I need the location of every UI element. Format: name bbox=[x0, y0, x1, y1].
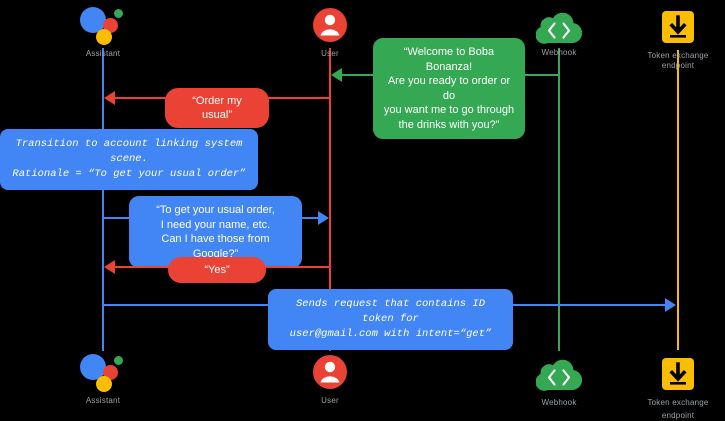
bubble-line: the drinks with you?” bbox=[398, 118, 500, 131]
download-endpoint-icon bbox=[613, 6, 725, 48]
actor-label-user: User bbox=[321, 49, 339, 58]
bubble-line: Can I have those from Google?” bbox=[161, 233, 270, 260]
bubble-line: “Welcome to Boba Bonanza! bbox=[403, 46, 495, 73]
actor-label-token-endpoint-line1: Token exchange bbox=[647, 398, 709, 407]
bubble-line: you want me to go through bbox=[383, 104, 515, 116]
download-endpoint-icon bbox=[613, 353, 725, 395]
user-avatar-icon bbox=[265, 351, 395, 393]
actor-assistant-bottom: Assistant bbox=[38, 351, 168, 406]
message-bubble-welcome: “Welcome to Boba Bonanza! Are you ready … bbox=[373, 38, 525, 139]
note-sends-request: Sends request that contains ID token for… bbox=[268, 289, 513, 350]
actor-user-top: User bbox=[265, 4, 395, 59]
note-line: Rationale = “To get your usual order” bbox=[12, 168, 246, 180]
actor-label-webhook: Webhook bbox=[541, 48, 577, 57]
google-assistant-icon bbox=[38, 4, 168, 46]
bubble-line: Are you ready to order or do bbox=[387, 75, 511, 102]
arrowhead-welcome bbox=[331, 68, 342, 82]
arrowhead-order-my-usual bbox=[104, 91, 115, 105]
note-line: Transition to account linking system sce… bbox=[15, 138, 243, 165]
actor-label-assistant: Assistant bbox=[85, 396, 121, 405]
lifeline-token-endpoint bbox=[677, 50, 679, 350]
cloud-code-icon bbox=[494, 6, 624, 48]
actor-label-assistant: Assistant bbox=[85, 49, 121, 58]
message-bubble-yes: “Yes” bbox=[168, 257, 266, 283]
lifeline-assistant bbox=[102, 48, 104, 351]
actor-webhook-bottom: Webhook bbox=[494, 353, 624, 408]
note-line: Sends request that contains ID token for bbox=[295, 298, 486, 325]
actor-token-endpoint-bottom: Token exchange endpoint bbox=[613, 353, 725, 421]
actor-assistant-top: Assistant bbox=[38, 4, 168, 59]
bubble-line: “To get your usual order, bbox=[156, 204, 275, 216]
bubble-line: “Order my usual” bbox=[192, 95, 242, 121]
lifeline-webhook bbox=[558, 48, 560, 351]
lifeline-user bbox=[329, 48, 331, 351]
user-avatar-icon bbox=[265, 4, 395, 46]
actor-token-endpoint-top: Token exchange endpoint bbox=[613, 6, 725, 71]
google-assistant-icon bbox=[38, 351, 168, 393]
note-line: user@gmail.com with intent=“get” bbox=[289, 328, 492, 340]
bubble-line: I need your name, etc. bbox=[160, 218, 271, 231]
actor-label-user: User bbox=[321, 396, 339, 405]
arrowhead-need-your-name bbox=[318, 211, 329, 225]
arrowhead-sends-request bbox=[665, 298, 676, 312]
actor-user-bottom: User bbox=[265, 351, 395, 406]
actor-label-token-endpoint-line1: Token exchange bbox=[647, 51, 709, 60]
message-bubble-need-your-name: “To get your usual order, I need your na… bbox=[129, 196, 302, 268]
cloud-code-icon bbox=[494, 353, 624, 395]
message-bubble-order-my-usual: “Order my usual” bbox=[165, 88, 269, 128]
actor-webhook-top: . Webhook bbox=[494, 6, 624, 58]
note-transition-account-linking: Transition to account linking system sce… bbox=[0, 129, 258, 190]
bubble-line: “Yes” bbox=[204, 264, 230, 276]
actor-label-token-endpoint-line2: endpoint bbox=[661, 61, 695, 70]
arrowhead-yes bbox=[104, 260, 115, 274]
actor-label-webhook: Webhook bbox=[541, 398, 577, 407]
